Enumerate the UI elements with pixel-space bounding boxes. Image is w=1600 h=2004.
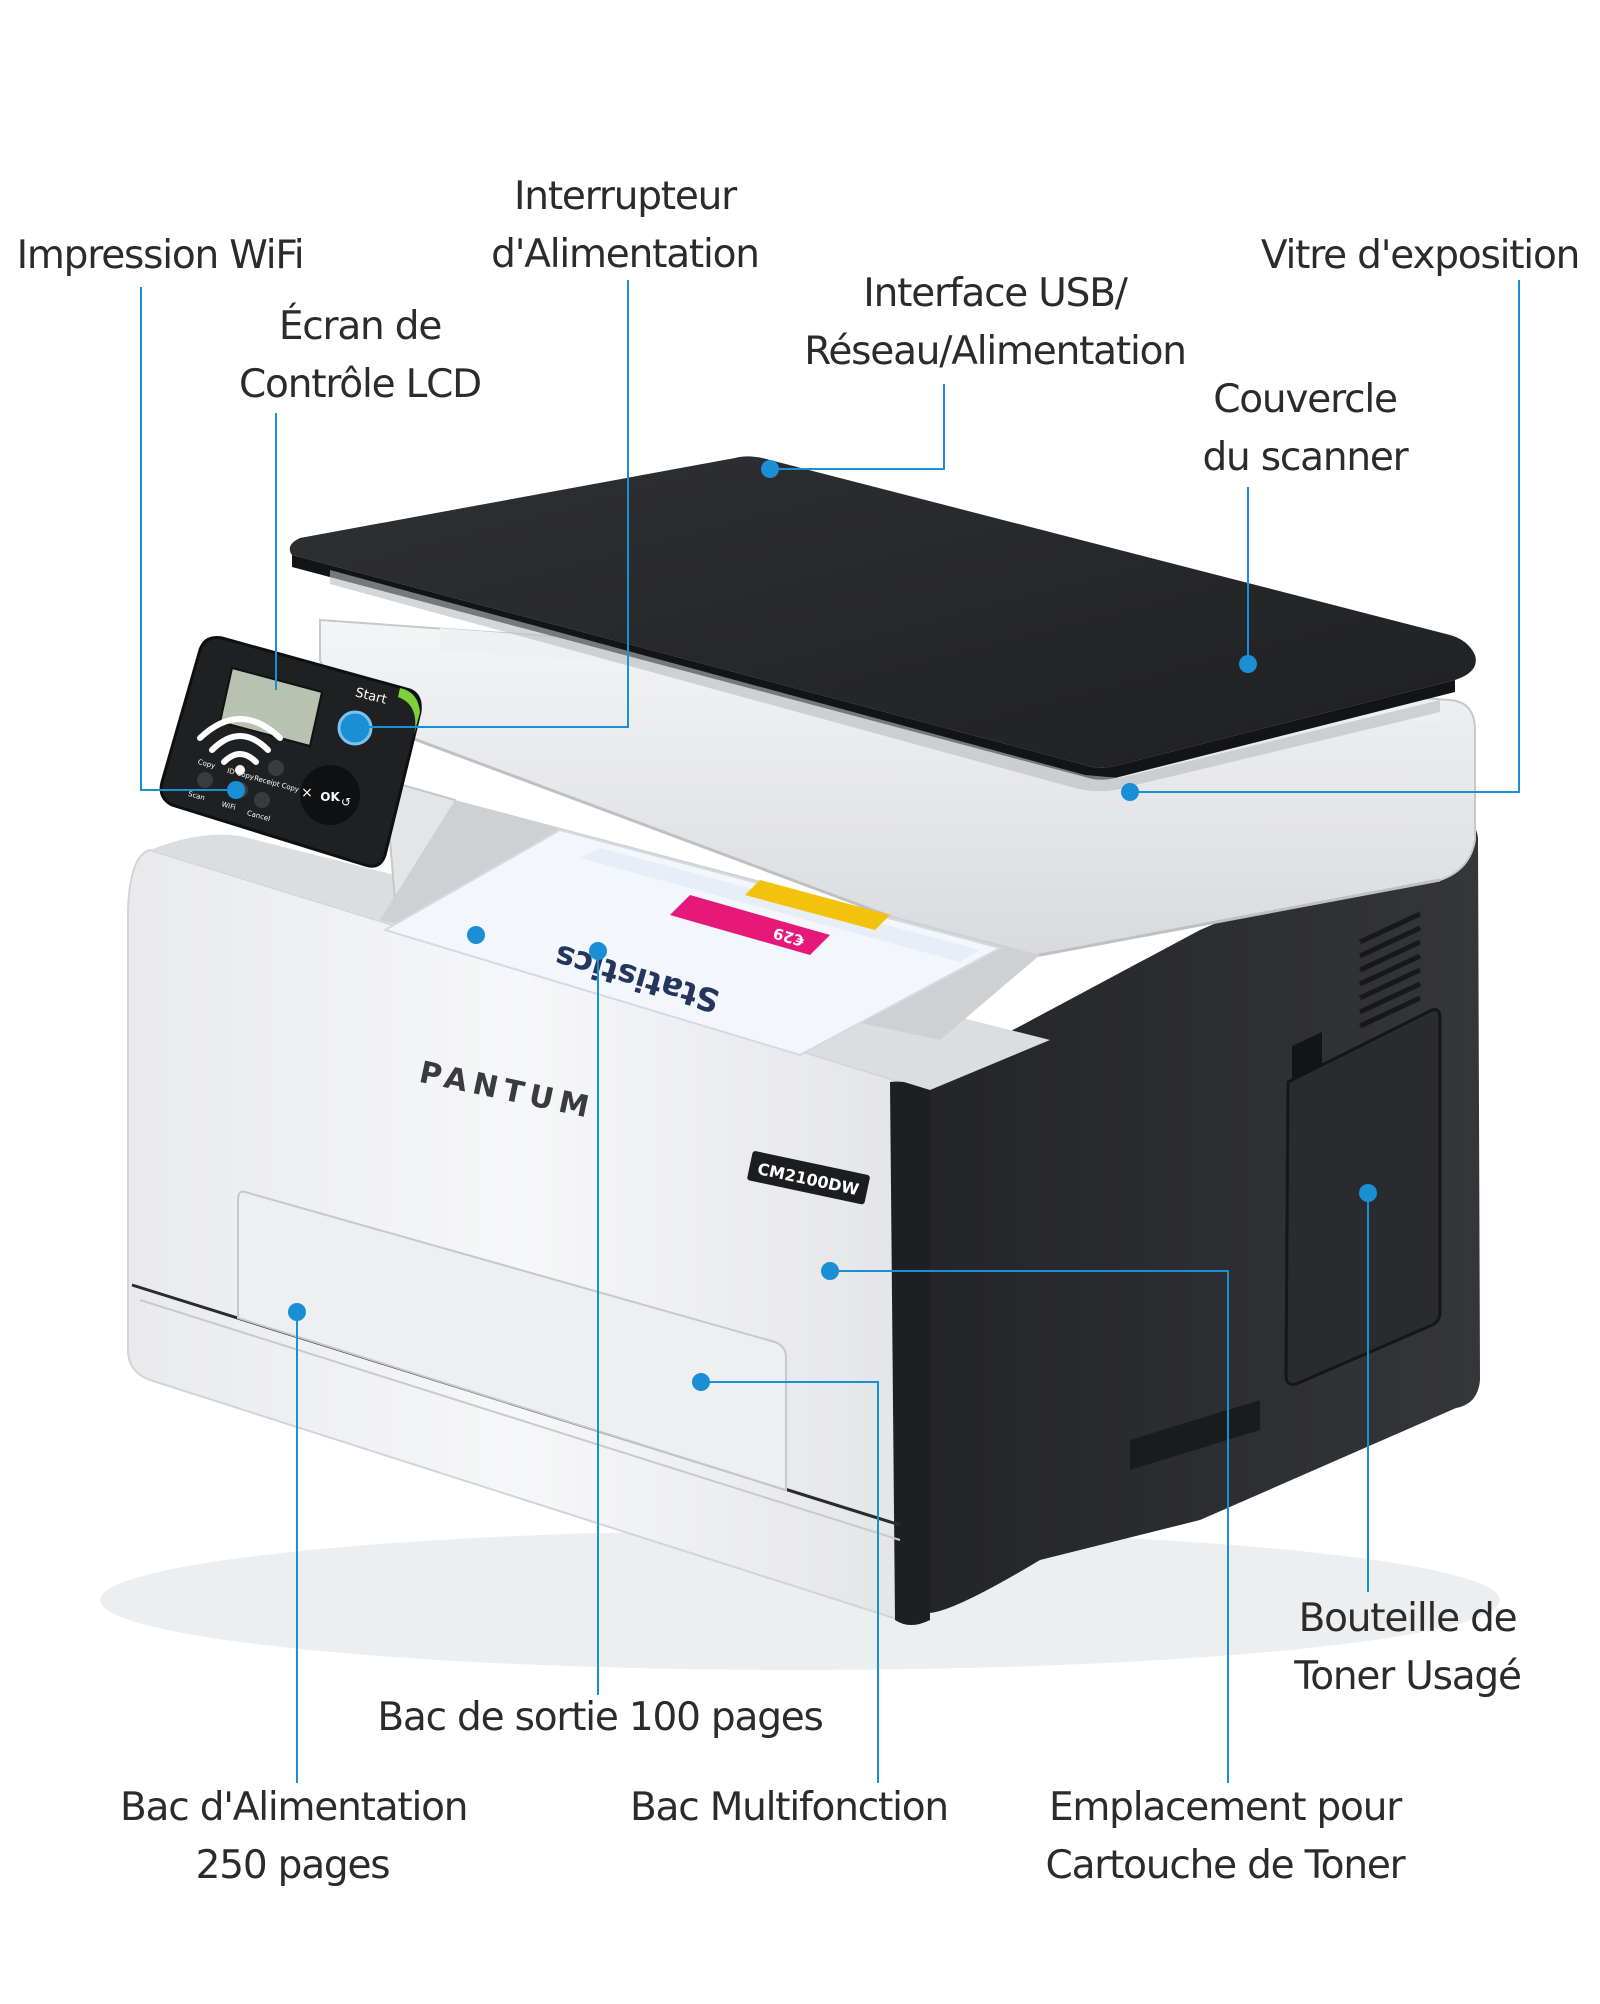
label-toner-line-1: Emplacement pour <box>1048 1785 1402 1830</box>
label-wifi-printing: Impression WiFi <box>10 227 310 285</box>
control-panel: Start Copy ID Copy Receipt Copy Scan WiF… <box>159 636 422 868</box>
printer-side-dark <box>910 819 1480 1614</box>
cancel-button[interactable] <box>254 792 270 808</box>
paper-bullet <box>467 926 485 944</box>
leader-wifi <box>140 287 236 791</box>
label-multi-line-1: Bac Multifonction <box>630 1785 949 1830</box>
multipurpose-tray-door <box>237 1190 787 1492</box>
back-icon: ↺ <box>341 795 351 809</box>
leader-power <box>357 280 629 728</box>
label-usb-line-2: Réseau/Alimentation <box>804 329 1187 374</box>
close-icon: × <box>301 785 313 801</box>
wifi-icon <box>197 716 283 775</box>
label-waste-line-1: Bouteille de <box>1298 1596 1518 1641</box>
label-wifi-line-1: Impression WiFi <box>16 233 305 278</box>
label-input-line-1: Bac d'Alimentation <box>120 1785 469 1830</box>
label-multipurpose-tray: Bac Multifonction <box>630 1779 949 1837</box>
label-cover-line-1: Couvercle <box>1213 377 1398 422</box>
floor-shadow <box>100 1530 1500 1670</box>
label-glass-line-1: Vitre d'exposition <box>1260 233 1580 278</box>
label-lcd-line-2: Contrôle LCD <box>239 362 482 407</box>
panel-green-edge <box>398 688 420 735</box>
leader-glass <box>1130 280 1520 793</box>
label-exposure-glass: Vitre d'exposition <box>1250 227 1590 285</box>
label-waste-toner: Bouteille de Toner Usagé <box>1250 1590 1565 1706</box>
vent-grille <box>1358 911 1422 1029</box>
leader-usb <box>770 384 945 470</box>
tray-lower-edge <box>139 1299 901 1541</box>
label-lcd-line-1: Écran de <box>278 304 442 349</box>
navigation-pad[interactable] <box>300 765 360 825</box>
paper-print-band <box>580 848 980 962</box>
label-usb-line-1: Interface USB/ <box>863 271 1128 316</box>
label-output-tray: Bac de sortie 100 pages <box>370 1689 830 1747</box>
copy-button[interactable] <box>197 772 213 788</box>
label-toner-line-2: Cartouche de Toner <box>1045 1843 1406 1888</box>
leader-multi <box>701 1381 879 1783</box>
label-power-line-1: Interrupteur <box>514 174 737 219</box>
wifi-button-label: WiFi <box>221 800 237 811</box>
label-toner-slot: Emplacement pour Cartouche de Toner <box>1040 1779 1410 1895</box>
label-lcd-screen: Écran de Contrôle LCD <box>210 298 510 414</box>
label-waste-line-2: Toner Usagé <box>1294 1654 1522 1699</box>
label-scanner-cover: Couvercle du scanner <box>1150 371 1460 487</box>
leader-toner-slot <box>830 1270 1229 1783</box>
leader-lines <box>140 280 1520 1783</box>
leader-dots <box>227 460 1377 1391</box>
label-usb-interface: Interface USB/ Réseau/Alimentation <box>790 265 1200 381</box>
paper-magenta-block <box>670 895 830 955</box>
front-bezel-edge <box>890 1081 930 1625</box>
ok-button-label: OK <box>320 790 340 804</box>
side-notch <box>1292 1032 1322 1080</box>
label-input-tray: Bac d'Alimentation 250 pages <box>120 1779 469 1895</box>
label-power-line-2: d'Alimentation <box>491 232 760 277</box>
receipt-copy-button[interactable] <box>268 760 284 776</box>
label-output-line-1: Bac de sortie 100 pages <box>377 1695 824 1740</box>
scanner-lid <box>289 456 1476 768</box>
label-power-switch: Interrupteur d'Alimentation <box>470 168 780 284</box>
paper-yellow-block <box>745 880 890 930</box>
label-cover-line-2: du scanner <box>1202 435 1409 480</box>
label-input-line-2: 250 pages <box>195 1843 391 1888</box>
start-label: Start <box>354 685 388 707</box>
lcd-screen <box>218 666 324 748</box>
